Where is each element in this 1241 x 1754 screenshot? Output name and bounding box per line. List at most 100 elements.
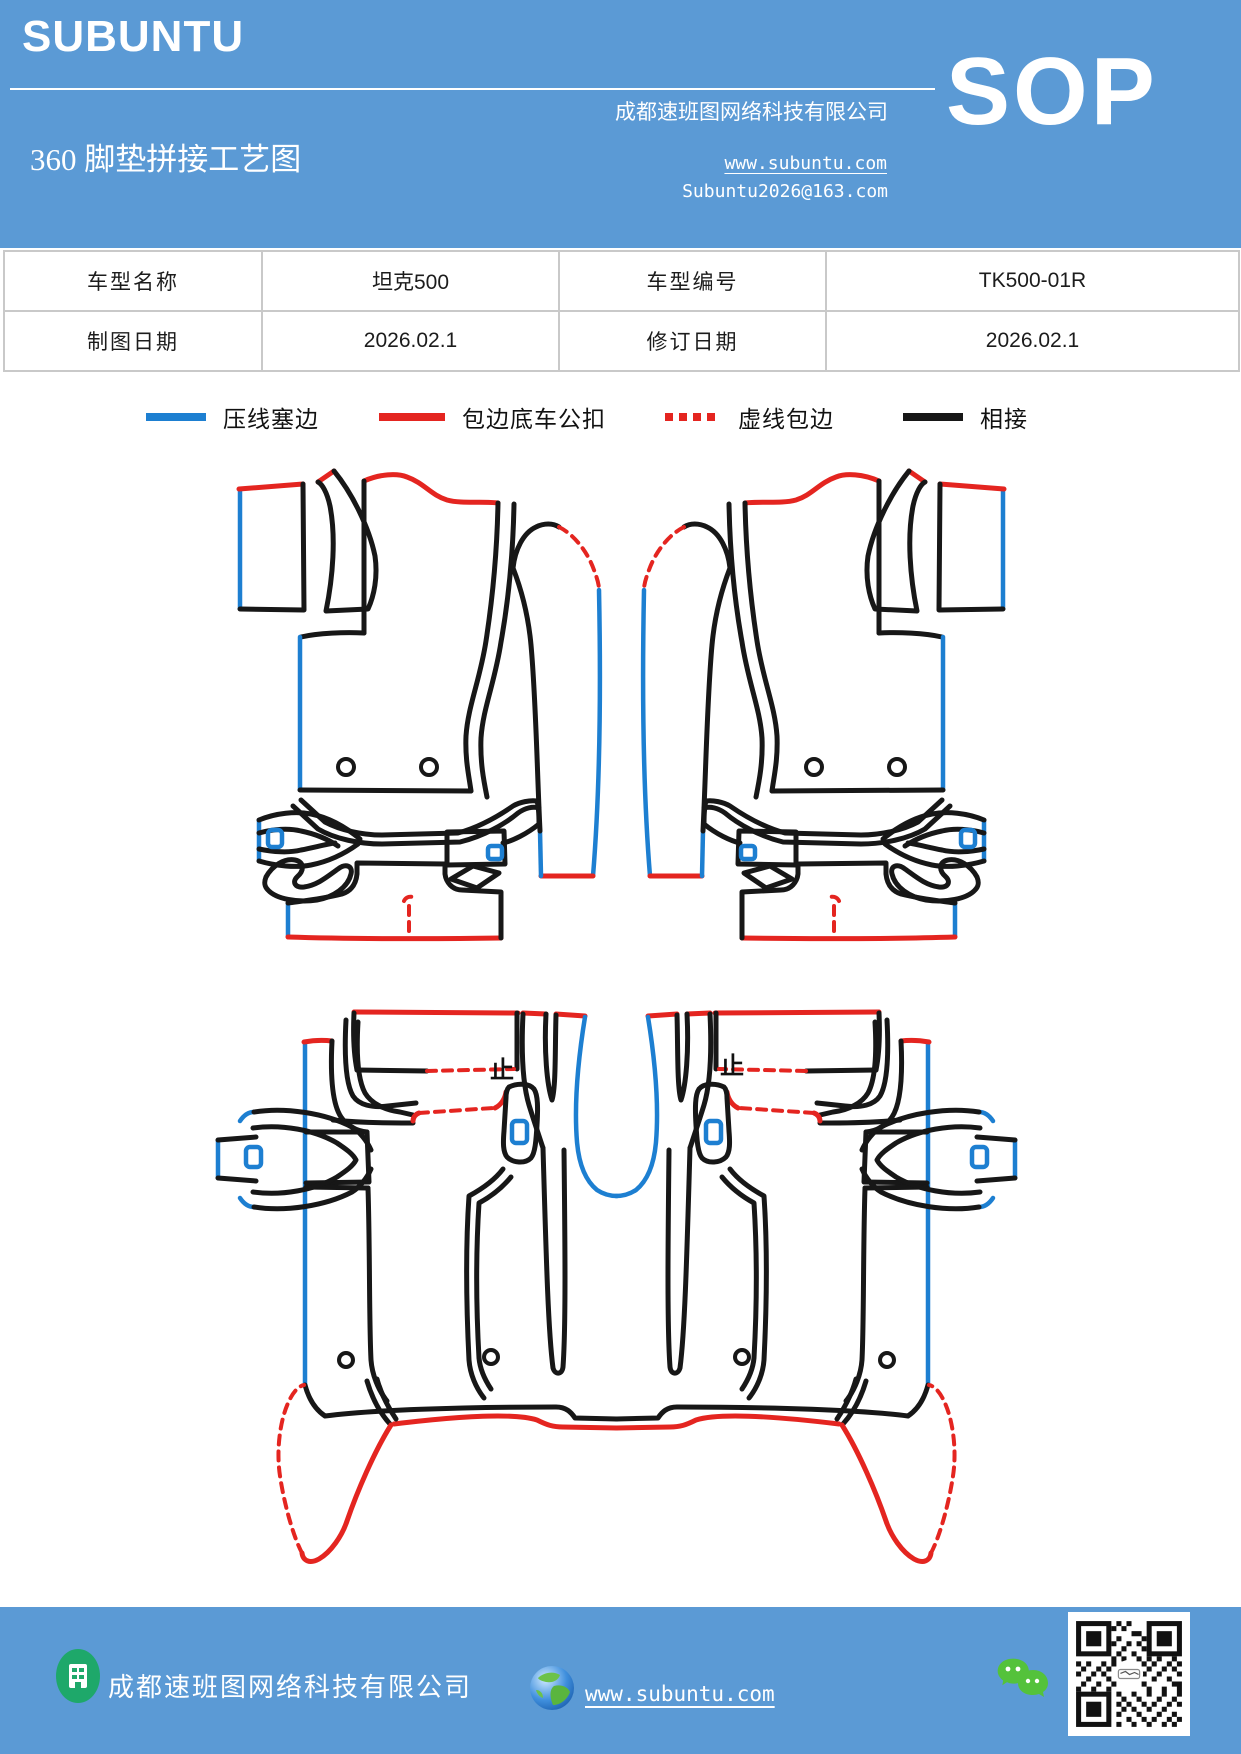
- rear-red-top-left: [301, 1037, 335, 1045]
- wechat-icon: [997, 1658, 1048, 1697]
- header-email[interactable]: Subuntu2026@163.com: [682, 181, 888, 202]
- clip-piece: [500, 1081, 541, 1165]
- stop-mark-left: 止: [490, 1057, 514, 1084]
- leg-joint-line: [364, 1378, 393, 1427]
- rect-piece-red-top: [236, 481, 306, 492]
- legend-item-dashed-wrap: 虚线包边: [662, 400, 834, 434]
- rect-piece-outline: [237, 481, 307, 613]
- rear-mat-right-half-drawing: [616, 1012, 1015, 1561]
- top-panel-bottom: [354, 1067, 430, 1074]
- front-right-mat-drawing: [643, 471, 1004, 939]
- wing-outline: [315, 468, 379, 614]
- legend-item-wrap-buckle: 包边底车公扣: [376, 400, 606, 434]
- footer-company-name: 成都速班图网络科技有限公司: [108, 1673, 473, 1702]
- interior-seam: [464, 1166, 506, 1401]
- grommet-hole: [482, 1348, 500, 1366]
- footer-website-link[interactable]: www.subuntu.com: [585, 1682, 775, 1706]
- stop-mark-right: 止: [720, 1053, 744, 1080]
- legend-item-press-edge: 压线塞边: [143, 400, 319, 434]
- horn-inner-arm: [256, 840, 338, 855]
- leg-joint-line: [374, 1376, 399, 1422]
- clip-plate: [444, 828, 508, 868]
- horn-arm: [256, 810, 363, 842]
- strip-blue-lower-left: [537, 828, 544, 879]
- legend-label: 压线塞边: [223, 407, 319, 432]
- strip-blue-edge: [590, 587, 603, 879]
- horn-slot-hole: [243, 1144, 264, 1170]
- bracket-band-bottom: [290, 803, 542, 847]
- bottom-plate-outline: [285, 860, 504, 941]
- rear-bottom-red-edge: [391, 1413, 620, 1431]
- qr-code: [1068, 1612, 1190, 1736]
- table-value-model-name: 坦克500: [262, 251, 559, 311]
- diamond-piece: [448, 863, 502, 891]
- globe-icon: [530, 1666, 574, 1710]
- horn-slot-hole: [265, 827, 285, 850]
- table-value-model-code: TK500-01R: [826, 251, 1239, 311]
- center-dashed-curl: [402, 894, 418, 903]
- front-left-mat-drawing: [236, 468, 603, 942]
- table-label-revise-date: 修订日期: [559, 311, 826, 371]
- fork-vee: [542, 1011, 559, 1103]
- legend-item-joint: 相接: [900, 400, 1028, 434]
- sop-badge: SOP: [946, 38, 1158, 145]
- horn-arm: [251, 1166, 374, 1212]
- legend-label: 包边底车公扣: [462, 407, 606, 432]
- side-slot: [540, 1145, 568, 1376]
- red-dashed-swatch: [665, 413, 721, 421]
- table-value-draw-date: 2026.02.1: [262, 311, 559, 371]
- grommet-hole: [419, 757, 439, 777]
- horn-arm: [251, 1107, 374, 1153]
- vehicle-info-table: 车型名称 坦克500 车型编号 TK500-01R 制图日期 2026.02.1…: [3, 250, 1240, 372]
- header-company-name: 成都速班图网络科技有限公司: [615, 100, 888, 124]
- table-label-draw-date: 制图日期: [4, 311, 262, 371]
- strip-left-edge: [510, 565, 543, 834]
- leg-red-edge: [299, 1422, 394, 1564]
- rear-mat-left-half-drawing: [215, 1009, 620, 1564]
- strip-red-top: [553, 1011, 588, 1019]
- line-type-legend: 压线塞边 包边底车公扣 虚线包边 相接: [0, 400, 1241, 434]
- legend-label: 虚线包边: [738, 407, 834, 432]
- dashed-end-cap: [410, 1110, 422, 1124]
- brand-logo: SUBUNTU: [22, 12, 245, 61]
- grommet-hole: [337, 1351, 355, 1369]
- top-panel-left: [351, 1010, 360, 1073]
- page-header: SUBUNTU 360 脚垫拼接工艺图 成都速班图网络科技有限公司 www.su…: [0, 0, 1241, 248]
- black-line-swatch: [903, 413, 963, 421]
- layer-bracket: [354, 1019, 416, 1118]
- body-step: [298, 630, 367, 640]
- dashed-wrap-line: [417, 1106, 495, 1115]
- rear-bottom-edge: [302, 1382, 620, 1422]
- strip-top-arc: [510, 521, 562, 571]
- bracket-hook: [500, 798, 542, 846]
- blue-line-swatch: [146, 413, 206, 421]
- leg-dashed-edge: [276, 1383, 306, 1555]
- table-label-model-name: 车型名称: [4, 251, 262, 311]
- interior-seam: [365, 1185, 390, 1404]
- building-icon: [56, 1649, 100, 1703]
- horn-base-top: [215, 1134, 259, 1143]
- horn-inner-chevron: [250, 1124, 359, 1196]
- top-panel-red-edge: [351, 1009, 521, 1016]
- horn-base-bottom: [215, 1175, 259, 1184]
- legend-label: 相接: [980, 407, 1028, 432]
- interior-seam: [474, 1174, 514, 1392]
- header-website-link[interactable]: www.subuntu.com: [724, 153, 887, 174]
- strip-dashed-edge: [557, 525, 601, 592]
- bottom-plate-red-edge: [285, 934, 504, 942]
- tunnel-blue-channel: [573, 1014, 620, 1199]
- clip-slot-hole: [509, 1118, 530, 1146]
- grommet-hole: [336, 757, 356, 777]
- body-right-scurve: [463, 500, 501, 794]
- qr-pattern: [1076, 1621, 1182, 1727]
- page-title: 360 脚垫拼接工艺图: [30, 142, 302, 177]
- rear-clip-tab: [303, 1129, 372, 1186]
- body-bottom: [297, 787, 474, 794]
- dashed-wrap-line: [425, 1067, 516, 1073]
- body-red-top: [361, 472, 501, 506]
- clip-slot-hole: [485, 843, 505, 862]
- header-divider-line: [10, 88, 935, 90]
- red-line-swatch: [379, 413, 445, 421]
- squiggle-piece: [262, 857, 354, 904]
